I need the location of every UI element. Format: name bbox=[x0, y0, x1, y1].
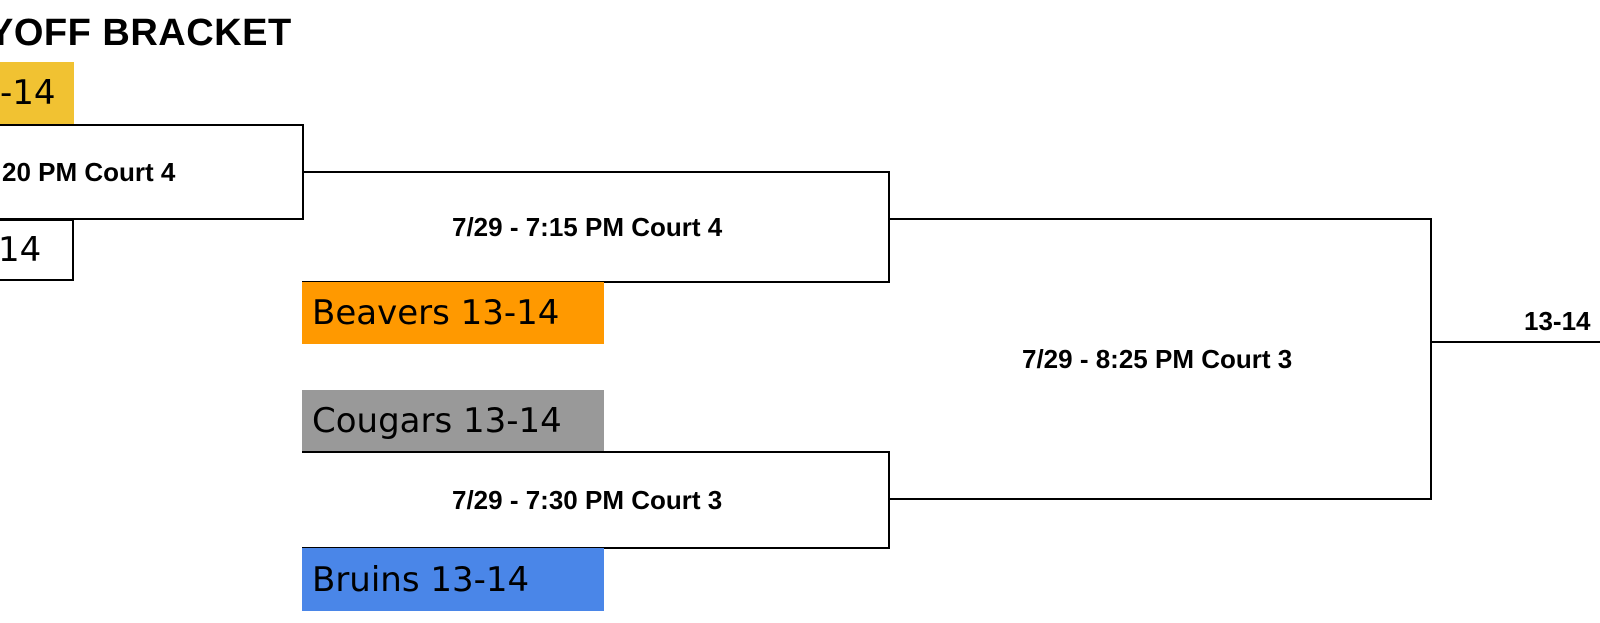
bracket-title: YOFF BRACKET bbox=[0, 12, 292, 54]
team-label: Cougars 13-14 bbox=[312, 401, 562, 441]
connector-line bbox=[1430, 218, 1432, 500]
game-label-round2-top: 7/29 - 7:15 PM Court 4 bbox=[452, 212, 723, 242]
team-label: Bruins 13-14 bbox=[312, 559, 530, 600]
team-slot-top-left-1: -14 bbox=[0, 62, 74, 124]
team-label: 14 bbox=[0, 230, 42, 270]
team-label: -14 bbox=[0, 73, 56, 113]
connector-line bbox=[888, 218, 1432, 220]
team-slot-top-left-2: 14 bbox=[0, 219, 74, 281]
team-slot-beavers: Beavers 13-14 bbox=[302, 282, 604, 344]
team-slot-cougars: Cougars 13-14 bbox=[302, 390, 604, 452]
game-label-top-left: 20 PM Court 4 bbox=[2, 157, 176, 187]
connector-line bbox=[888, 498, 1432, 500]
team-slot-final: 13-14 bbox=[1524, 306, 1591, 336]
game-label-round2-bottom: 7/29 - 7:30 PM Court 3 bbox=[452, 485, 723, 515]
game-label-semifinal: 7/29 - 8:25 PM Court 3 bbox=[1022, 344, 1293, 374]
team-label: Beavers 13-14 bbox=[312, 293, 560, 333]
connector-line bbox=[1430, 341, 1600, 343]
team-slot-bruins: Bruins 13-14 bbox=[302, 548, 604, 611]
connector-line bbox=[302, 171, 888, 173]
